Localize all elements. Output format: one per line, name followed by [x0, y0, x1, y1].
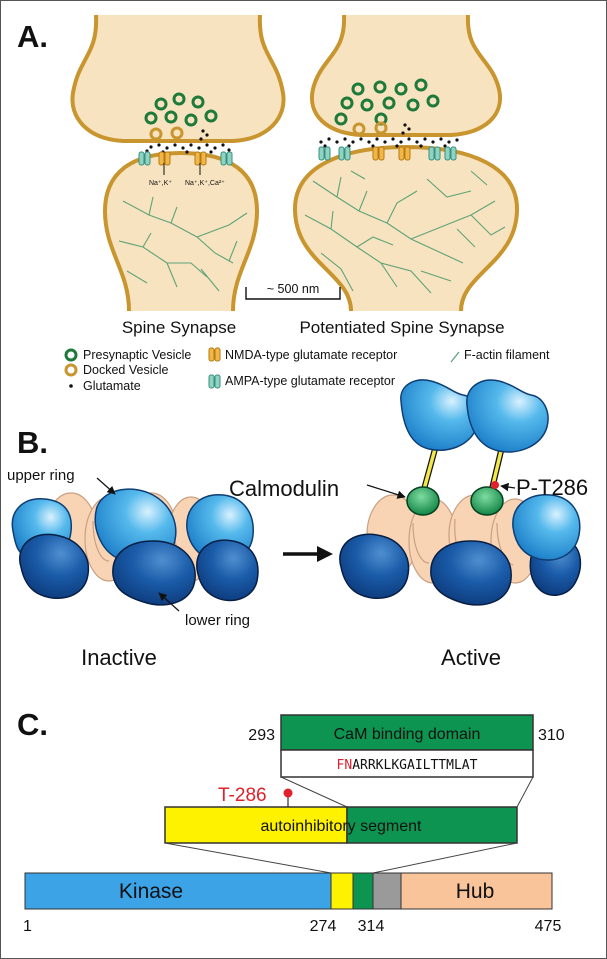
- left-glutamate-cloud: [145, 129, 231, 154]
- right-actin-network: [304, 170, 506, 294]
- hub-label: Hub: [456, 880, 495, 903]
- autoinhibitory-yellow-part: [164, 806, 348, 844]
- sequence-black: ARRKLKGAILTTMLAT: [352, 758, 477, 773]
- kinase-domain-box: [24, 872, 332, 910]
- kinase-label: Kinase: [119, 880, 183, 903]
- legend-actin-label: F-actin filament: [464, 348, 550, 362]
- right-ampa-receptors: [318, 146, 457, 161]
- calmodulin-2: [470, 486, 504, 516]
- inactive-label: Inactive: [81, 645, 157, 670]
- right-synapse-caption: Potentiated Spine Synapse: [299, 318, 504, 337]
- residue-475: 475: [535, 918, 562, 935]
- right-docked-vesicles: [352, 121, 388, 136]
- left-actin-network: [118, 196, 248, 292]
- legend-actin-swatch: [450, 351, 460, 363]
- left-presynaptic-vesicles: [144, 92, 218, 127]
- legend-nmda-label: NMDA-type glutamate receptor: [225, 348, 397, 362]
- activation-arrow: [283, 546, 333, 562]
- left-ion-label-nmda2: Na⁺,K⁺,Ca²⁺: [185, 180, 225, 187]
- sequence-text: FNARRKLKGAILTTMLAT: [337, 758, 478, 773]
- legend-ampa-swatch: [208, 374, 221, 389]
- left-ion-label-nmda1: Na⁺,K⁺: [149, 180, 172, 187]
- left-presynaptic-bouton: [70, 14, 286, 143]
- right-glutamate-cloud: [319, 123, 459, 148]
- autoinhibitory-label: autoinhibitory segment: [261, 818, 423, 835]
- zoom-lines-upper: [280, 776, 534, 808]
- legend: Presynaptic Vesicle Docked Vesicle Gluta…: [64, 347, 550, 393]
- panel-b-letter: B.: [17, 425, 48, 460]
- legend-glutamate-swatch: [69, 384, 73, 388]
- calmodulin-pointer: [366, 484, 406, 499]
- panel-a-letter: A.: [17, 19, 48, 54]
- sequence-red: FN: [337, 758, 353, 773]
- scale-bar: [245, 287, 341, 300]
- left-postsynaptic-spine: [102, 150, 260, 312]
- t286-label: T-286: [218, 785, 267, 806]
- zoom-lines-lower: [164, 842, 518, 874]
- phospho-t286-dot: [491, 481, 499, 489]
- pt286-pointer: [500, 482, 516, 492]
- pt286-label: P-T286: [516, 475, 588, 500]
- calmodulin-label: Calmodulin: [229, 476, 339, 501]
- calmodulin-1: [406, 486, 440, 516]
- inactive-lower-kinase-2: [112, 540, 196, 606]
- residue-310: 310: [538, 727, 565, 744]
- residue-293: 293: [248, 727, 275, 744]
- left-ion-arrows: [163, 163, 201, 175]
- left-docked-vesicles: [149, 126, 184, 141]
- inactive-lower-kinase-1: [19, 533, 90, 600]
- cam-binding-domain-box: [280, 714, 534, 751]
- legend-presynaptic-label: Presynaptic Vesicle: [83, 348, 191, 362]
- legend-docked-swatch: [64, 363, 78, 377]
- legend-glutamate-label: Glutamate: [83, 379, 141, 393]
- active-upper-kinase-3: [512, 494, 581, 561]
- sequence-box: [280, 749, 534, 778]
- inactive-lower-kinase-3: [196, 539, 259, 602]
- active-label: Active: [441, 645, 501, 670]
- legend-ampa-label: AMPA-type glutamate receptor: [225, 374, 395, 388]
- released-kinase-1: [400, 379, 480, 451]
- upper-ring-label: upper ring: [7, 467, 75, 484]
- lower-ring-label: lower ring: [185, 612, 250, 629]
- active-lower-kinase-1: [339, 533, 410, 600]
- panel-c-letter: C.: [17, 707, 48, 742]
- left-synapse-caption: Spine Synapse: [122, 318, 236, 337]
- right-presynaptic-bouton: [309, 14, 503, 137]
- residue-1: 1: [23, 918, 32, 935]
- released-kinase-2: [466, 379, 549, 453]
- residue-274: 274: [310, 918, 337, 935]
- linker-bar: [372, 872, 402, 910]
- linker-1: [421, 448, 437, 494]
- residue-314: 314: [358, 918, 385, 935]
- scale-bar-label: ~ 500 nm: [267, 282, 319, 296]
- left-ampa-receptors: [138, 151, 233, 166]
- autoinhibitory-bar-green: [352, 872, 374, 910]
- t286-dot: [283, 788, 293, 798]
- autoinhibitory-green-part: [346, 806, 518, 844]
- upper-ring-pointer: [96, 477, 116, 495]
- right-postsynaptic-spine: [292, 144, 520, 312]
- active-lower-kinase-2: [430, 540, 512, 606]
- legend-presynaptic-swatch: [64, 348, 78, 362]
- hub-domain-box: [400, 872, 553, 910]
- left-nmda-receptors: [158, 151, 207, 166]
- cam-binding-domain-label: CaM binding domain: [334, 726, 481, 743]
- autoinhibitory-bar-yellow: [330, 872, 354, 910]
- lower-ring-pointer: [158, 592, 180, 612]
- legend-docked-label: Docked Vesicle: [83, 363, 169, 377]
- right-nmda-receptors: [372, 146, 411, 161]
- legend-nmda-swatch: [208, 347, 221, 362]
